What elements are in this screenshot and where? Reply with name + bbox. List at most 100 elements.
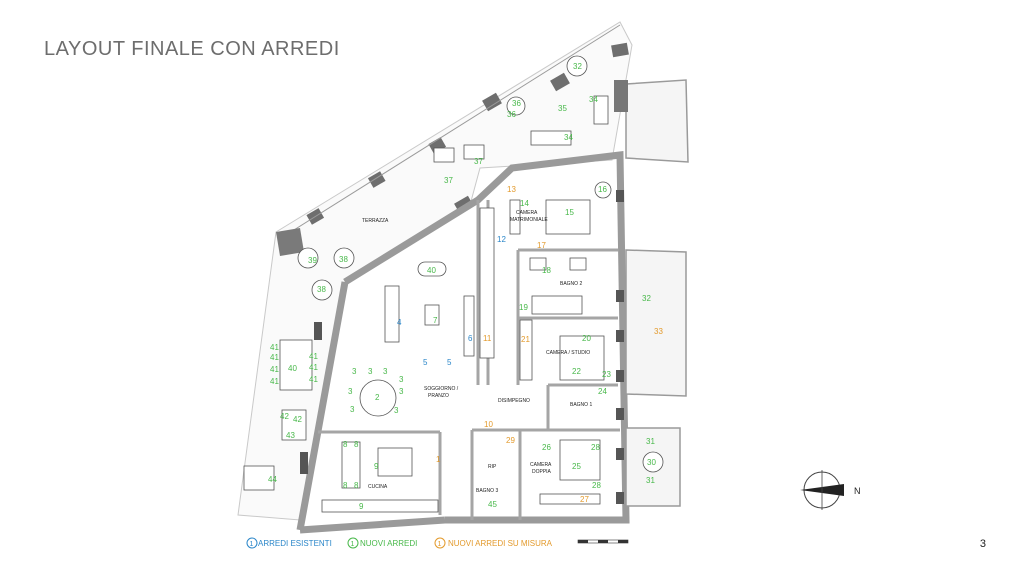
room-camera-doppia-line2: DOPPIA — [532, 469, 552, 475]
legend: 1 ARREDI ESISTENTI 1 NUOVI ARREDI 1 NUOV… — [246, 537, 629, 549]
furniture-number: 32 — [573, 62, 582, 71]
room-camera-doppia-line1: CAMERA — [530, 462, 552, 468]
furniture-number: 25 — [572, 462, 581, 471]
furniture-number: 7 — [433, 316, 438, 325]
furniture-number: 8 — [354, 440, 359, 449]
legend-new-label: NUOVI ARREDI — [360, 539, 417, 548]
room-soggiorno-line1: SOGGIORNO / — [424, 386, 459, 392]
furniture-number: 2 — [375, 393, 380, 402]
room-terrazza: TERRAZZA — [362, 218, 389, 224]
furniture-number: 34 — [564, 133, 573, 142]
furniture-number: 41 — [270, 365, 279, 374]
parapet-line — [277, 24, 621, 241]
furniture-number: 34 — [589, 95, 598, 104]
furniture-number: 8 — [354, 481, 359, 490]
legend-custom-label: NUOVI ARREDI SU MISURA — [448, 539, 553, 548]
furniture-number: 31 — [646, 476, 655, 485]
furniture-number: 42 — [293, 415, 302, 424]
furniture-number: 36 — [512, 99, 521, 108]
balcony-column — [614, 80, 628, 112]
legend-existing-label: ARREDI ESISTENTI — [258, 539, 332, 548]
room-cucina: CUCINA — [368, 484, 388, 490]
furniture-number: 28 — [592, 481, 601, 490]
furniture-number: 37 — [474, 157, 483, 166]
furniture-number: 19 — [519, 303, 528, 312]
legend-existing-marker: 1 — [250, 541, 254, 548]
furniture-number: 12 — [497, 235, 506, 244]
furniture-number: 24 — [598, 387, 607, 396]
furniture-number: 9 — [374, 462, 379, 471]
furniture-number: 27 — [580, 495, 589, 504]
furniture-number: 3 — [352, 367, 357, 376]
furniture-number: 38 — [339, 255, 348, 264]
furniture-number: 41 — [309, 363, 318, 372]
furniture-number: 13 — [507, 185, 516, 194]
furniture-number: 16 — [598, 185, 607, 194]
furniture-number: 9 — [359, 502, 364, 511]
room-bagno1: BAGNO 1 — [570, 402, 592, 408]
furniture-number: 32 — [642, 294, 651, 303]
furniture-number: 40 — [427, 266, 436, 275]
furniture-number: 39 — [308, 256, 317, 265]
room-rip: RIP — [488, 464, 497, 470]
furniture-number: 3 — [348, 387, 353, 396]
furniture-number: 40 — [288, 364, 297, 373]
legend-new-marker: 1 — [351, 541, 355, 548]
furniture-number: 17 — [537, 241, 546, 250]
page-title: LAYOUT FINALE CON ARREDI — [44, 38, 340, 60]
furniture-number: 45 — [488, 500, 497, 509]
furniture-number: 23 — [602, 370, 611, 379]
furniture-number: 8 — [343, 440, 348, 449]
furniture-number: 15 — [565, 208, 574, 217]
furniture-number: 41 — [270, 353, 279, 362]
furniture-number: 18 — [542, 266, 551, 275]
furniture-number: 43 — [286, 431, 295, 440]
furniture-number: 10 — [484, 420, 493, 429]
terrace-corner — [276, 228, 304, 256]
furniture-number: 22 — [572, 367, 581, 376]
furniture-number: 5 — [423, 358, 428, 367]
furniture-number: 35 — [558, 104, 567, 113]
page-number: 3 — [979, 538, 986, 550]
furniture-number: 5 — [447, 358, 452, 367]
room-camera-matrimoniale-line1: CAMERA — [516, 210, 538, 216]
furniture-number: 29 — [506, 436, 515, 445]
scale-bar — [577, 539, 629, 544]
furniture — [243, 55, 664, 513]
furniture-number: 14 — [520, 199, 529, 208]
room-bagno3: BAGNO 3 — [476, 488, 498, 494]
room-bagno2: BAGNO 2 — [560, 281, 582, 287]
furniture-number: 3 — [350, 405, 355, 414]
window-marks — [300, 190, 624, 504]
room-labels: TERRAZZA CAMERA MATRIMONIALE BAGNO 2 CAM… — [362, 210, 592, 494]
furniture-number: 3 — [399, 375, 404, 384]
room-camera-matrimoniale-line2: MATRIMONIALE — [510, 217, 548, 223]
room-soggiorno-line2: PRANZO — [428, 393, 449, 399]
furniture-number: 41 — [270, 377, 279, 386]
furniture-number: 6 — [468, 334, 473, 343]
furniture-number: 44 — [268, 475, 277, 484]
furniture-number: 42 — [280, 412, 289, 421]
walls — [296, 151, 630, 534]
furniture-number: 30 — [647, 458, 656, 467]
compass: N — [800, 470, 861, 510]
compass-north-label: N — [854, 486, 861, 496]
balconies — [625, 79, 689, 507]
furniture-number: 33 — [654, 327, 663, 336]
furniture-number: 21 — [521, 335, 530, 344]
room-disimpegno: DISIMPEGNO — [498, 398, 530, 404]
terrace-outline — [237, 21, 633, 521]
furniture-number: 41 — [309, 352, 318, 361]
furniture-number: 3 — [383, 367, 388, 376]
furniture-number: 3 — [394, 406, 399, 415]
furniture-number: 1 — [436, 455, 441, 464]
furniture-number: 11 — [483, 334, 492, 343]
furniture-number: 26 — [542, 443, 551, 452]
furniture-number: 28 — [591, 443, 600, 452]
furniture-number: 31 — [646, 437, 655, 446]
furniture-numbers: 32 34 35 36 36 34 37 37 13 14 15 16 12 1… — [268, 62, 663, 511]
furniture-number: 20 — [582, 334, 591, 343]
furniture-number: 37 — [444, 176, 453, 185]
legend-custom-marker: 1 — [438, 541, 442, 548]
